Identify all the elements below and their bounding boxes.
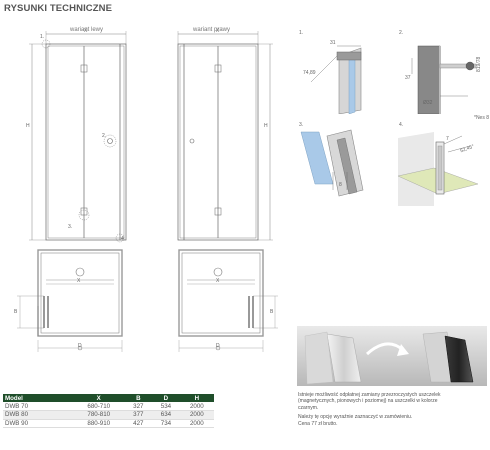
header-h: H — [179, 394, 214, 402]
left-plan-b-label: B — [14, 309, 18, 315]
spec-table: Model X B D H DWB 70 680-710 327 534 200… — [3, 394, 214, 428]
right-door-height-label: H — [264, 123, 268, 129]
note-line-1: Istnieje możliwość odpłatnej zamiany prz… — [298, 392, 441, 398]
left-mark-4: 4. — [121, 236, 126, 242]
left-door-height-label: H — [26, 123, 30, 129]
cell-h: 2000 — [179, 419, 214, 428]
page-title: RYSUNKI TECHNICZNE — [4, 3, 113, 14]
right-door-width-label: X — [216, 28, 220, 34]
left-mark-3: 3. — [68, 224, 73, 230]
detail-3-number: 3. — [299, 122, 304, 128]
cell-b: 327 — [124, 402, 153, 411]
left-door-width-label: X — [84, 28, 88, 34]
detail-2-dim-37: 37 — [405, 75, 411, 81]
left-mark-2: 2. — [102, 133, 107, 139]
header-b: B — [124, 394, 153, 402]
right-plan-b-label: B — [270, 309, 274, 315]
cell-model: DWB 80 — [3, 410, 73, 420]
gasket-photo — [297, 326, 487, 386]
detail-2-drawing — [411, 45, 477, 114]
table-header-row: Model X B D H — [3, 394, 214, 402]
detail-2-number: 2. — [399, 30, 404, 36]
note-line-5: Cena 77 zł brutto. — [298, 420, 338, 427]
table-row: DWB 80 780-810 377 634 2000 — [3, 410, 214, 420]
detail-4-dim-7: 7 — [446, 136, 449, 142]
detail-3-drawing — [300, 129, 364, 197]
detail-2-dim-819: 819/78 — [476, 56, 482, 72]
cell-x: 780-810 — [73, 410, 125, 420]
detail-4-drawing — [398, 132, 479, 206]
detail-1-drawing — [310, 45, 362, 114]
cell-h: 2000 — [179, 402, 214, 411]
detail-1-dim-31: 31 — [330, 40, 336, 46]
left-plan-x-label: X — [77, 278, 81, 284]
right-plan-x-label: X — [216, 278, 220, 284]
note-line-2: (magnetycznych, pionowych i poziomej) na… — [298, 398, 438, 405]
detail-1-number: 1. — [299, 30, 304, 36]
cell-x: 680-710 — [73, 402, 125, 411]
cell-model: DWB 90 — [3, 419, 73, 428]
right-plan-d-label: D — [216, 343, 220, 349]
table-row: DWB 70 680-710 327 534 2000 — [3, 402, 214, 411]
left-mark-1: 1. — [40, 34, 45, 40]
cell-d: 634 — [152, 410, 180, 420]
cell-b: 377 — [124, 410, 153, 420]
detail-1-dim-74: 74,89 — [303, 70, 316, 76]
header-x: X — [73, 394, 125, 402]
cell-x: 880-910 — [73, 419, 125, 428]
detail-2-dim-32: Ø32 — [423, 100, 433, 106]
variant-left-label: wariant lewy — [70, 27, 104, 33]
detail-4-number: 4. — [399, 122, 404, 128]
detail-3-dim-8: 8 — [339, 182, 342, 188]
cell-b: 427 — [124, 419, 153, 428]
cell-model: DWB 70 — [3, 402, 73, 411]
variant-right-label: wariant prawy — [193, 27, 231, 33]
cell-h: 2000 — [179, 410, 214, 420]
note-line-3: czarnym. — [298, 404, 319, 411]
detail-2-note: *Nes 8 — [474, 115, 490, 121]
left-plan-drawing — [17, 249, 123, 352]
left-plan-d-label: D — [78, 343, 82, 349]
header-model: Model — [3, 394, 73, 402]
cell-d: 734 — [152, 419, 180, 428]
cell-d: 534 — [152, 402, 180, 411]
gasket-notes: Istnieje możliwość odpłatnej zamiany prz… — [298, 392, 488, 427]
left-door-drawing — [29, 31, 127, 243]
header-d: D — [152, 394, 180, 402]
table-row: DWB 90 880-910 427 734 2000 — [3, 419, 214, 428]
right-door-drawing — [177, 31, 273, 241]
right-plan-drawing — [178, 249, 278, 352]
note-line-4: Należy tę opcję wyraźnie zaznaczyć w zam… — [298, 414, 413, 421]
